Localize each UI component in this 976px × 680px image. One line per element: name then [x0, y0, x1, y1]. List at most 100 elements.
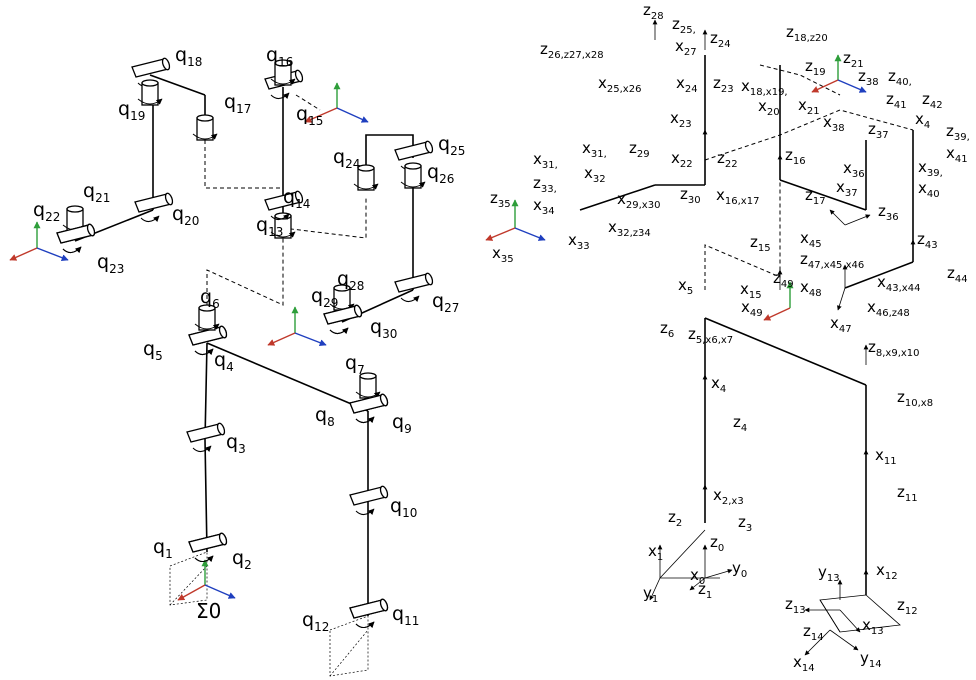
- joint-q3: [186, 422, 226, 452]
- label-q14: q14: [283, 186, 310, 211]
- frame-label-z-13: z5,x6,x7: [688, 325, 733, 346]
- label-q18: q18: [175, 44, 202, 69]
- joint-actuators: [56, 57, 434, 628]
- frame-label-y-2: y0: [732, 559, 747, 580]
- frame-label-x-8: x2,x3: [713, 486, 744, 507]
- frame-label-x-18: x12: [876, 561, 898, 582]
- label-q27: q27: [432, 290, 459, 315]
- joint-q20: [134, 192, 174, 222]
- frame-label-z-63: z24: [710, 29, 731, 50]
- frame-label-x-54: x38: [823, 113, 845, 134]
- label-q1: q1: [153, 536, 173, 561]
- label-q15: q15: [296, 103, 323, 128]
- frame-label-x-83: x35: [492, 244, 514, 265]
- base-frame-label: Σ0: [196, 599, 221, 623]
- frame-label-z-59: z18,z20: [786, 23, 828, 44]
- frame-label-z-7: z3: [738, 513, 752, 534]
- color-frames: [9, 54, 867, 601]
- label-q26: q26: [427, 161, 454, 186]
- joint-q2: [188, 532, 228, 562]
- joint-q17: [192, 114, 218, 141]
- frame-label-x-23: x13: [862, 616, 884, 637]
- label-q3: q3: [226, 431, 246, 456]
- frame-label-z-49: z39,: [946, 122, 970, 143]
- joint-q14: [264, 190, 304, 220]
- label-q22: q22: [33, 199, 60, 224]
- joint-q16: [270, 59, 296, 86]
- joint-q30: [323, 304, 363, 334]
- label-q11: q11: [392, 603, 419, 628]
- frame-label-z-12: z6: [660, 319, 674, 340]
- frame-label-x-37: x43,x44: [877, 273, 920, 294]
- frame-label-z-78: z33,: [533, 174, 557, 195]
- joint-q19: [137, 79, 163, 106]
- frame-label-z-66: z26,z27,x28: [540, 40, 604, 61]
- joint-q7: [355, 372, 381, 399]
- frame-label-z-56: z40,: [888, 67, 912, 88]
- frame-label-x-48: x41: [946, 144, 968, 165]
- frame-label-z-57: z21: [843, 49, 864, 70]
- frame-label-z-5: z1: [698, 580, 712, 601]
- frame-label-x-60: x21: [798, 96, 820, 117]
- joint-q27: [394, 272, 434, 302]
- frame-label-z-14: z8,x9,x10: [868, 338, 920, 359]
- frame-label-z-80: z35: [490, 189, 511, 210]
- frame-label-z-39: z17: [805, 186, 826, 207]
- frame-label-z-22: z14: [803, 622, 824, 643]
- frame-label-z-70: z23: [713, 74, 734, 95]
- joint-q26: [400, 162, 426, 189]
- joint-q13: [270, 212, 296, 239]
- frame-label-z-53: z37: [868, 120, 889, 141]
- frame-label-x-74: x29,x30: [617, 190, 660, 211]
- joint-q23: [56, 223, 96, 253]
- axis-arrows: [649, 19, 916, 656]
- label-q23: q23: [97, 251, 124, 276]
- joint-q28: [329, 284, 355, 311]
- frame-label-x-3: x1: [648, 542, 663, 563]
- label-q7: q7: [345, 352, 365, 377]
- frame-label-x-42: x22: [671, 149, 693, 170]
- frame-label-z-21: z12: [897, 596, 918, 617]
- frame-label-x-81: x33: [568, 231, 590, 252]
- frame-label-z-36: z44: [947, 264, 968, 285]
- label-q24: q24: [333, 146, 360, 171]
- frame-label-z-72: z29: [629, 139, 650, 160]
- frame-label-x-24: x14: [793, 653, 815, 674]
- frame-label-x-9: x4: [711, 374, 726, 395]
- frame-label-x-77: x32: [584, 164, 606, 185]
- frame-label-x-46: x40: [918, 179, 940, 200]
- label-q6: q6: [200, 286, 220, 311]
- frame-label-x-44: x37: [836, 178, 858, 199]
- frame-label-x-50: x4: [915, 110, 930, 131]
- frame-label-z-45: z36: [878, 202, 899, 223]
- frame-label-z-26: z15: [750, 233, 771, 254]
- joint-q24: [353, 164, 379, 191]
- frame-label-x-30: x48: [800, 278, 822, 299]
- label-q16: q16: [266, 44, 293, 69]
- frame-label-z-64: z25,: [672, 15, 696, 36]
- frame-label-z-0: z0: [710, 533, 724, 554]
- frame-label-x-71: x23: [670, 109, 692, 130]
- frame-label-x-67: x27: [675, 37, 697, 58]
- frame-label-x-69: x24: [676, 74, 698, 95]
- frame-label-y-25: y14: [860, 649, 882, 670]
- label-q8: q8: [315, 404, 335, 429]
- frame-label-z-65: z28: [643, 1, 664, 22]
- label-q2: q2: [232, 547, 252, 572]
- label-q9: q9: [392, 411, 412, 436]
- frame-label-z-10: z4: [733, 413, 747, 434]
- frame-label-x-47: x39,: [918, 158, 943, 179]
- label-q25: q25: [438, 133, 465, 158]
- frame-label-x-34: x45: [800, 229, 822, 250]
- joint-q12: [349, 598, 389, 628]
- joint-q18: [131, 57, 171, 87]
- frame-label-z-55: z38: [858, 67, 879, 88]
- label-q28: q28: [337, 268, 364, 293]
- frame-label-z-29: z49: [773, 269, 794, 290]
- frame-label-y-19: y13: [818, 563, 840, 584]
- frame-label-z-20: z13: [785, 595, 806, 616]
- joint-q10: [349, 485, 389, 515]
- frame-label-z-58: z19: [805, 57, 826, 78]
